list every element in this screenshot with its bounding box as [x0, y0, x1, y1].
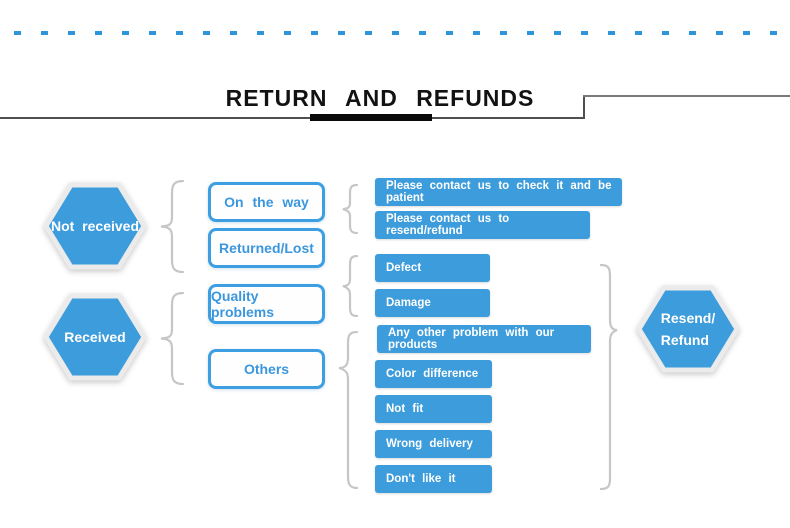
brace-received [160, 292, 185, 385]
title-underline [310, 114, 432, 121]
outcome-box-not-fit: Not fit [375, 395, 492, 423]
category-box-on-the-way: On the way [208, 182, 325, 222]
title-rule-right [583, 95, 790, 97]
hexagon-received: Received [43, 291, 147, 383]
title-rule-left [0, 117, 583, 119]
outcome-box-wrong-delivery: Wrong delivery [375, 430, 492, 458]
category-box-quality-problems: Quality problems [208, 284, 325, 324]
outcome-box-any-other-problem: Any other problem with our products [377, 325, 591, 353]
hexagon-shape-icon [43, 293, 147, 381]
hexagon-shape-icon [636, 285, 740, 373]
outcome-box-check-patient: Please contact us to check it and be pat… [375, 178, 622, 206]
title-rule-step [583, 95, 585, 119]
hexagon-shape-icon [43, 182, 147, 270]
hexagon-resend-refund: Resend/ Refund [636, 283, 740, 375]
dotted-divider [14, 31, 786, 35]
outcome-box-dont-like-it: Don't like it [375, 465, 492, 493]
brace-resend-refund [600, 264, 618, 490]
brace-on-the-way [342, 184, 358, 234]
hexagon-resend-refund-label: Resend/ Refund [636, 283, 740, 375]
resend-line: Resend/ [660, 310, 716, 326]
category-box-others: Others [208, 349, 325, 389]
hexagon-not-received: Not received [43, 180, 147, 272]
outcome-box-defect: Defect [375, 254, 490, 282]
hexagon-received-label: Received [64, 329, 126, 345]
outcome-box-resend-refund: Please contact us to resend/refund [375, 211, 590, 239]
page-title: RETURN AND REFUNDS [225, 85, 535, 111]
hexagon-not-received-label: Not received [50, 218, 140, 234]
category-box-returned-lost: Returned/Lost [208, 228, 325, 268]
brace-not-received [160, 180, 185, 273]
brace-quality-problems [342, 255, 358, 317]
refund-line: Refund [660, 332, 709, 348]
outcome-box-damage: Damage [375, 289, 490, 317]
brace-others [338, 331, 358, 489]
outcome-box-color-difference: Color difference [375, 360, 492, 388]
